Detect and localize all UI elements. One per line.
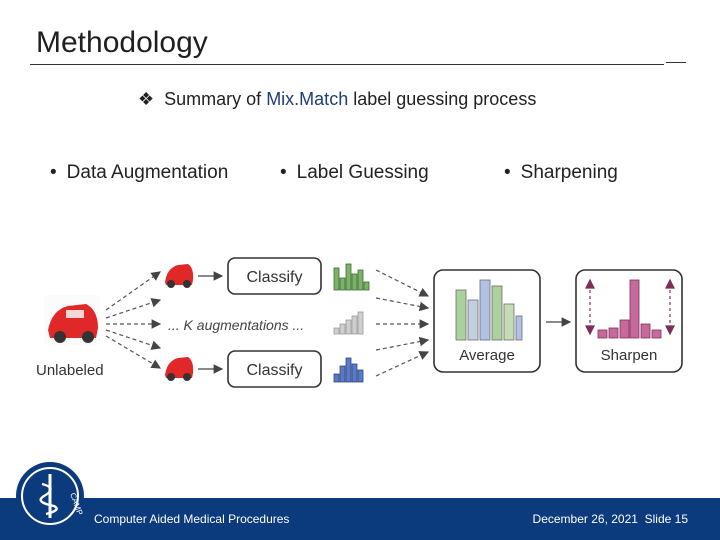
sharpen-label: Sharpen (601, 347, 658, 364)
dashed-arrow (375, 351, 430, 377)
average-histogram (455, 279, 523, 341)
histogram-green (333, 263, 370, 291)
histogram-gray (333, 311, 364, 335)
footer-institution: Computer Aided Medical Procedures (94, 512, 290, 526)
augmented-car-bottom (165, 357, 194, 381)
slide-title: Methodology (36, 26, 208, 59)
average-arrows (375, 269, 430, 377)
mixmatch-diagram: Unlabeled ... K augmentations ... Classi… (36, 257, 683, 388)
average-box: Average (433, 269, 541, 373)
bullet-dot-icon: • (280, 162, 287, 183)
classify-box-top: Classify (227, 257, 322, 295)
footer-slide-number: Slide 15 (644, 512, 688, 526)
dashed-arrow (105, 298, 162, 319)
unlabeled-label: Unlabeled (36, 362, 104, 379)
bullet-dot-icon: • (50, 162, 57, 183)
camp-logo: CAMP (16, 462, 84, 530)
average-label: Average (459, 347, 515, 364)
bullet-sharpening: • Sharpening (504, 162, 618, 184)
dashed-arrow (375, 336, 430, 351)
dashed-arrow (375, 269, 430, 297)
bullet-label: Sharpening (520, 162, 618, 183)
classify-label: Classify (246, 269, 302, 286)
sharpen-box: Sharpen (575, 269, 683, 373)
dashed-arrow (105, 335, 162, 369)
classify-box-bottom: Classify (227, 350, 322, 388)
classify-label: Classify (246, 362, 302, 379)
dashed-arrow (105, 271, 161, 311)
footer-bar: Computer Aided Medical Procedures Decemb… (0, 498, 720, 540)
unlabeled-car-image (44, 295, 100, 345)
summary-highlight: Mix.Match (266, 89, 349, 109)
bullet-label: Data Augmentation (66, 162, 229, 183)
bullet-label-guessing: • Label Guessing (280, 162, 429, 184)
footer-date: December 26, 2021 (532, 512, 638, 526)
augmentation-arrows (105, 271, 162, 369)
dashed-arrow (105, 329, 162, 350)
k-augmentations-label: ... K augmentations ... (168, 317, 304, 333)
bullet-dot-icon: • (504, 162, 511, 183)
summary-suffix: label guessing process (348, 89, 537, 109)
title-divider (30, 64, 664, 65)
bullet-data-augmentation: • Data Augmentation (50, 162, 228, 184)
summary-prefix: Summary of (164, 89, 267, 109)
histogram-blue (333, 357, 364, 383)
sharpen-histogram (597, 279, 662, 339)
footer-date-slide: December 26, 2021 Slide 15 (533, 512, 688, 526)
title-divider-end (666, 62, 686, 63)
diamond-bullet-icon: ❖ (138, 89, 155, 109)
augmented-car-top (165, 264, 194, 288)
sharpen-arrows-icon (585, 278, 675, 336)
bullet-label: Label Guessing (296, 162, 429, 183)
summary-line: ❖ Summary of Mix.Match label guessing pr… (138, 89, 536, 110)
dashed-arrow (375, 297, 430, 312)
